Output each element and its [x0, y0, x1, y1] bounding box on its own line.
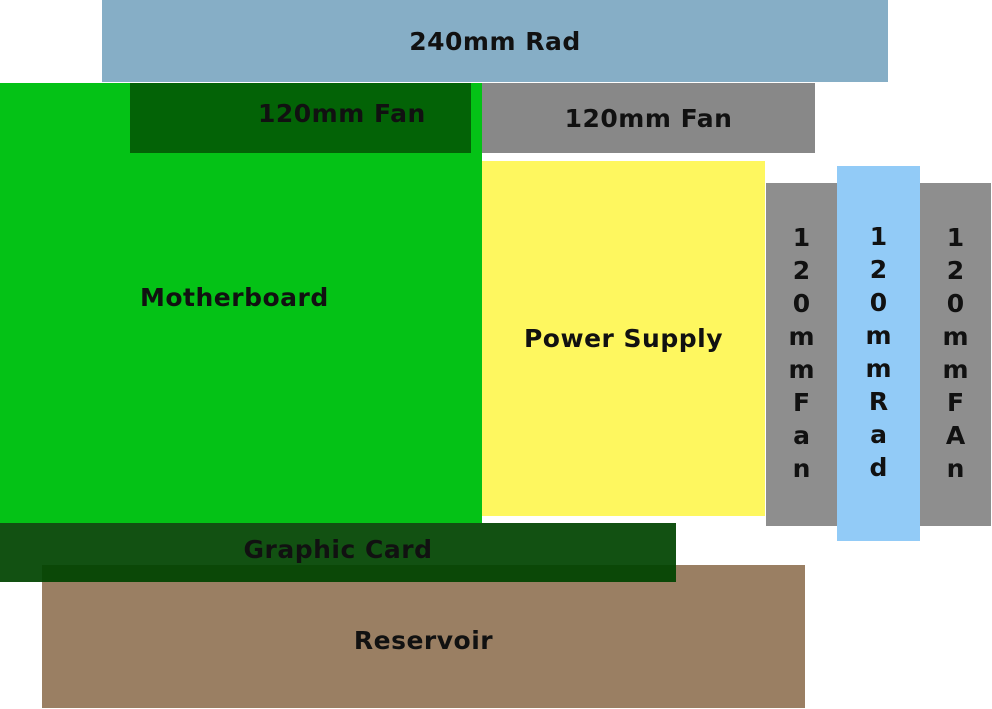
fan-top-left-label: 120mm Fan: [258, 99, 426, 128]
fan-vertical-left-label: 120mmFan: [787, 222, 816, 487]
rad-240mm: 240mm Rad: [102, 0, 888, 82]
fan-vertical-left: 120mmFan: [766, 183, 837, 526]
fan-top-left: 120mm Fan: [130, 83, 471, 153]
rad-240mm-label: 240mm Rad: [409, 26, 581, 56]
graphic-card: Graphic Card: [0, 523, 676, 582]
motherboard-label: Motherboard: [140, 283, 329, 312]
motherboard: Motherboard: [0, 83, 482, 523]
power-supply-label: Power Supply: [523, 324, 724, 353]
rad-vertical-label: 120mmRad: [864, 221, 893, 486]
fan-vertical-right: 120mmFAn: [920, 183, 991, 526]
reservoir-label: Reservoir: [353, 626, 494, 655]
fan-vertical-right-label: 120mmFAn: [941, 222, 970, 487]
reservoir: Reservoir: [42, 565, 805, 708]
rad-vertical: 120mmRad: [837, 166, 920, 541]
graphic-card-label: Graphic Card: [243, 535, 433, 564]
fan-top-right-label: 120mm Fan: [564, 103, 733, 133]
fan-top-right: 120mm Fan: [482, 83, 815, 153]
power-supply: Power Supply: [482, 161, 765, 516]
